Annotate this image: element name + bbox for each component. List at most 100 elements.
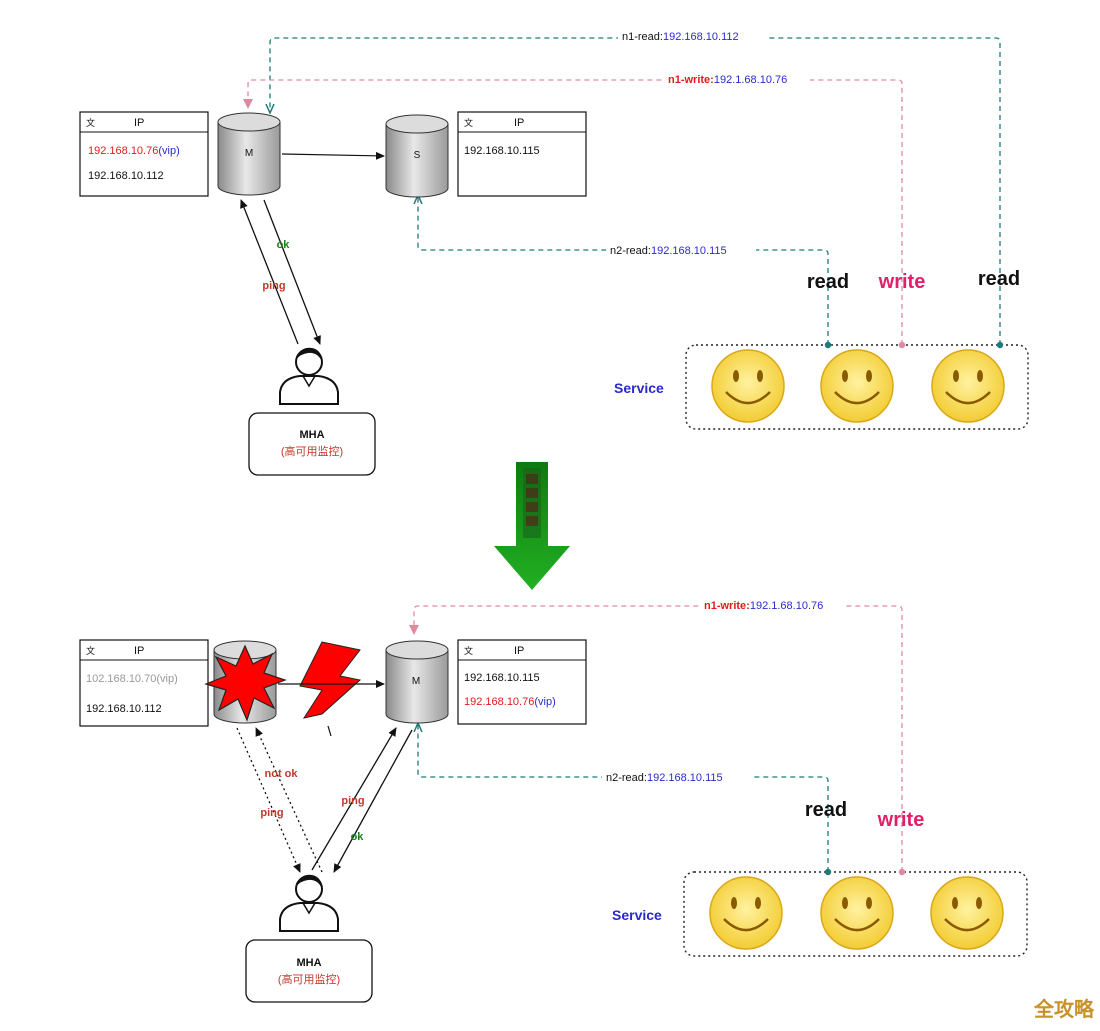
master-ip-table: 文 IP 192.168.10.76(vip) 192.168.10.112 (79, 111, 209, 197)
admin-person-icon (279, 874, 339, 932)
old-vip-tag: (vip) (156, 673, 177, 685)
n1-write-path (243, 79, 903, 345)
mha-monitor-box: MHA (高可用监控) (245, 939, 373, 1003)
read-connector (996, 341, 1004, 349)
ping-arrow (240, 199, 299, 345)
n1-write-label-bg (700, 597, 846, 613)
smiley-icon (930, 876, 1004, 950)
n2-read-ip: 192.168.10.115 (651, 245, 727, 257)
new-master-db-label: M (412, 676, 420, 687)
table-header-ip: IP (514, 117, 524, 129)
slave-db-icon: S (385, 114, 449, 198)
write-connector (898, 868, 906, 876)
svg-text:192.168.10.76(vip): 192.168.10.76(vip) (464, 696, 556, 708)
read-label: read (978, 268, 1020, 290)
table-header-type: 文 (464, 117, 473, 128)
write-label: write (878, 271, 926, 293)
service-label: Service (612, 907, 662, 923)
ok-label: ok (277, 239, 291, 251)
ping-label: ping (262, 280, 285, 292)
n2-read-label-bg (606, 242, 756, 258)
table-header-type: 文 (86, 645, 95, 656)
n1-write-ip: 192.1.68.10.76 (714, 74, 787, 86)
master-db-icon: M (217, 112, 281, 196)
n1-read-path (270, 37, 1001, 345)
watermark: 全攻略 (1033, 997, 1095, 1021)
not-ok-label: not ok (265, 768, 299, 780)
explosion-icon (204, 644, 287, 722)
svg-text:n2-read:192.168.10.115: n2-read:192.168.10.115 (610, 245, 727, 257)
svg-text:102.168.10.70(vip): 102.168.10.70(vip) (86, 673, 178, 685)
svg-text:n1-read:192.168.10.112: n1-read:192.168.10.112 (622, 31, 739, 43)
n1-read-ip: 192.168.10.112 (663, 31, 739, 43)
master-ip: 192.168.10.112 (88, 170, 164, 182)
write-label: write (877, 809, 925, 831)
ping-arrow (255, 727, 323, 873)
n1-read-label: n1-read: (622, 31, 663, 43)
mha-subtitle: (高可用监控) (278, 972, 340, 986)
smiley-icon (820, 876, 894, 950)
n1-write-ip: 192.1.68.10.76 (750, 600, 823, 612)
lightning-icon (299, 641, 362, 719)
ok-arrow (333, 729, 413, 873)
n2-read-label: n2-read: (606, 772, 647, 784)
master-db-label: M (245, 148, 253, 159)
slave-db-label: S (414, 150, 421, 161)
n2-read-label-bg (602, 769, 752, 785)
service-group: Service (612, 868, 1028, 957)
smiley-icon (931, 349, 1005, 423)
n2-read-label: n2-read: (610, 245, 651, 257)
replication-arrow (281, 151, 385, 160)
n1-write-path (409, 605, 903, 872)
failed-db-icon (204, 640, 287, 724)
n1-write-label: n1-write: (704, 600, 750, 612)
service-group: Service (614, 341, 1029, 430)
read-connector (824, 341, 832, 349)
new-vip-tag: (vip) (534, 696, 555, 708)
failover-arrow-icon (494, 462, 570, 590)
new-vip-ip: 192.168.10.76 (464, 696, 534, 708)
n1-read-label-bg (618, 28, 766, 44)
ok-label: ok (351, 831, 365, 843)
n2-read-path (418, 724, 829, 872)
smiley-icon (711, 349, 785, 423)
slave-ip: 192.168.10.115 (464, 145, 540, 157)
svg-text:n1-write:192.1.68.10.76: n1-write:192.1.68.10.76 (668, 74, 787, 86)
stray-mark (327, 725, 332, 737)
ping-arrow (311, 727, 397, 871)
ok-arrow (263, 199, 321, 345)
write-connector (898, 341, 906, 349)
ping-label: ping (260, 807, 283, 819)
read-label: read (805, 799, 847, 821)
admin-person-icon (279, 347, 339, 405)
slave-ip-table: 文 IP 192.168.10.115 (457, 111, 587, 197)
new-master-db-icon: M (385, 640, 449, 724)
old-master-ip: 192.168.10.112 (86, 703, 162, 715)
svg-text:n1-write:192.1.68.10.76: n1-write:192.1.68.10.76 (704, 600, 823, 612)
old-vip-ip: 102.168.10.70 (86, 673, 156, 685)
n2-read-path (418, 196, 829, 345)
mha-monitor-box: MHA (高可用监控) (248, 412, 376, 476)
n2-read-ip: 192.168.10.115 (647, 772, 723, 784)
table-header-type: 文 (86, 117, 95, 128)
vip-ip: 192.168.10.76 (88, 145, 158, 157)
ping-label: ping (341, 795, 364, 807)
table-header-ip: IP (514, 645, 524, 657)
mha-title: MHA (296, 957, 321, 969)
read-label: read (807, 271, 849, 293)
svg-text:192.168.10.76(vip): 192.168.10.76(vip) (88, 145, 180, 157)
n1-write-label-bg (664, 71, 810, 87)
vip-tag: (vip) (158, 145, 179, 157)
mha-title: MHA (299, 429, 324, 441)
old-master-ip-table: 文 IP 102.168.10.70(vip) 192.168.10.112 (79, 639, 209, 727)
not-ok-arrow (236, 727, 301, 873)
mha-subtitle: (高可用监控) (281, 444, 343, 458)
read-connector (824, 868, 832, 876)
new-master-ip: 192.168.10.115 (464, 672, 540, 684)
n1-write-label: n1-write: (668, 74, 714, 86)
table-header-ip: IP (134, 645, 144, 657)
smiley-icon (709, 876, 783, 950)
table-header-ip: IP (134, 117, 144, 129)
